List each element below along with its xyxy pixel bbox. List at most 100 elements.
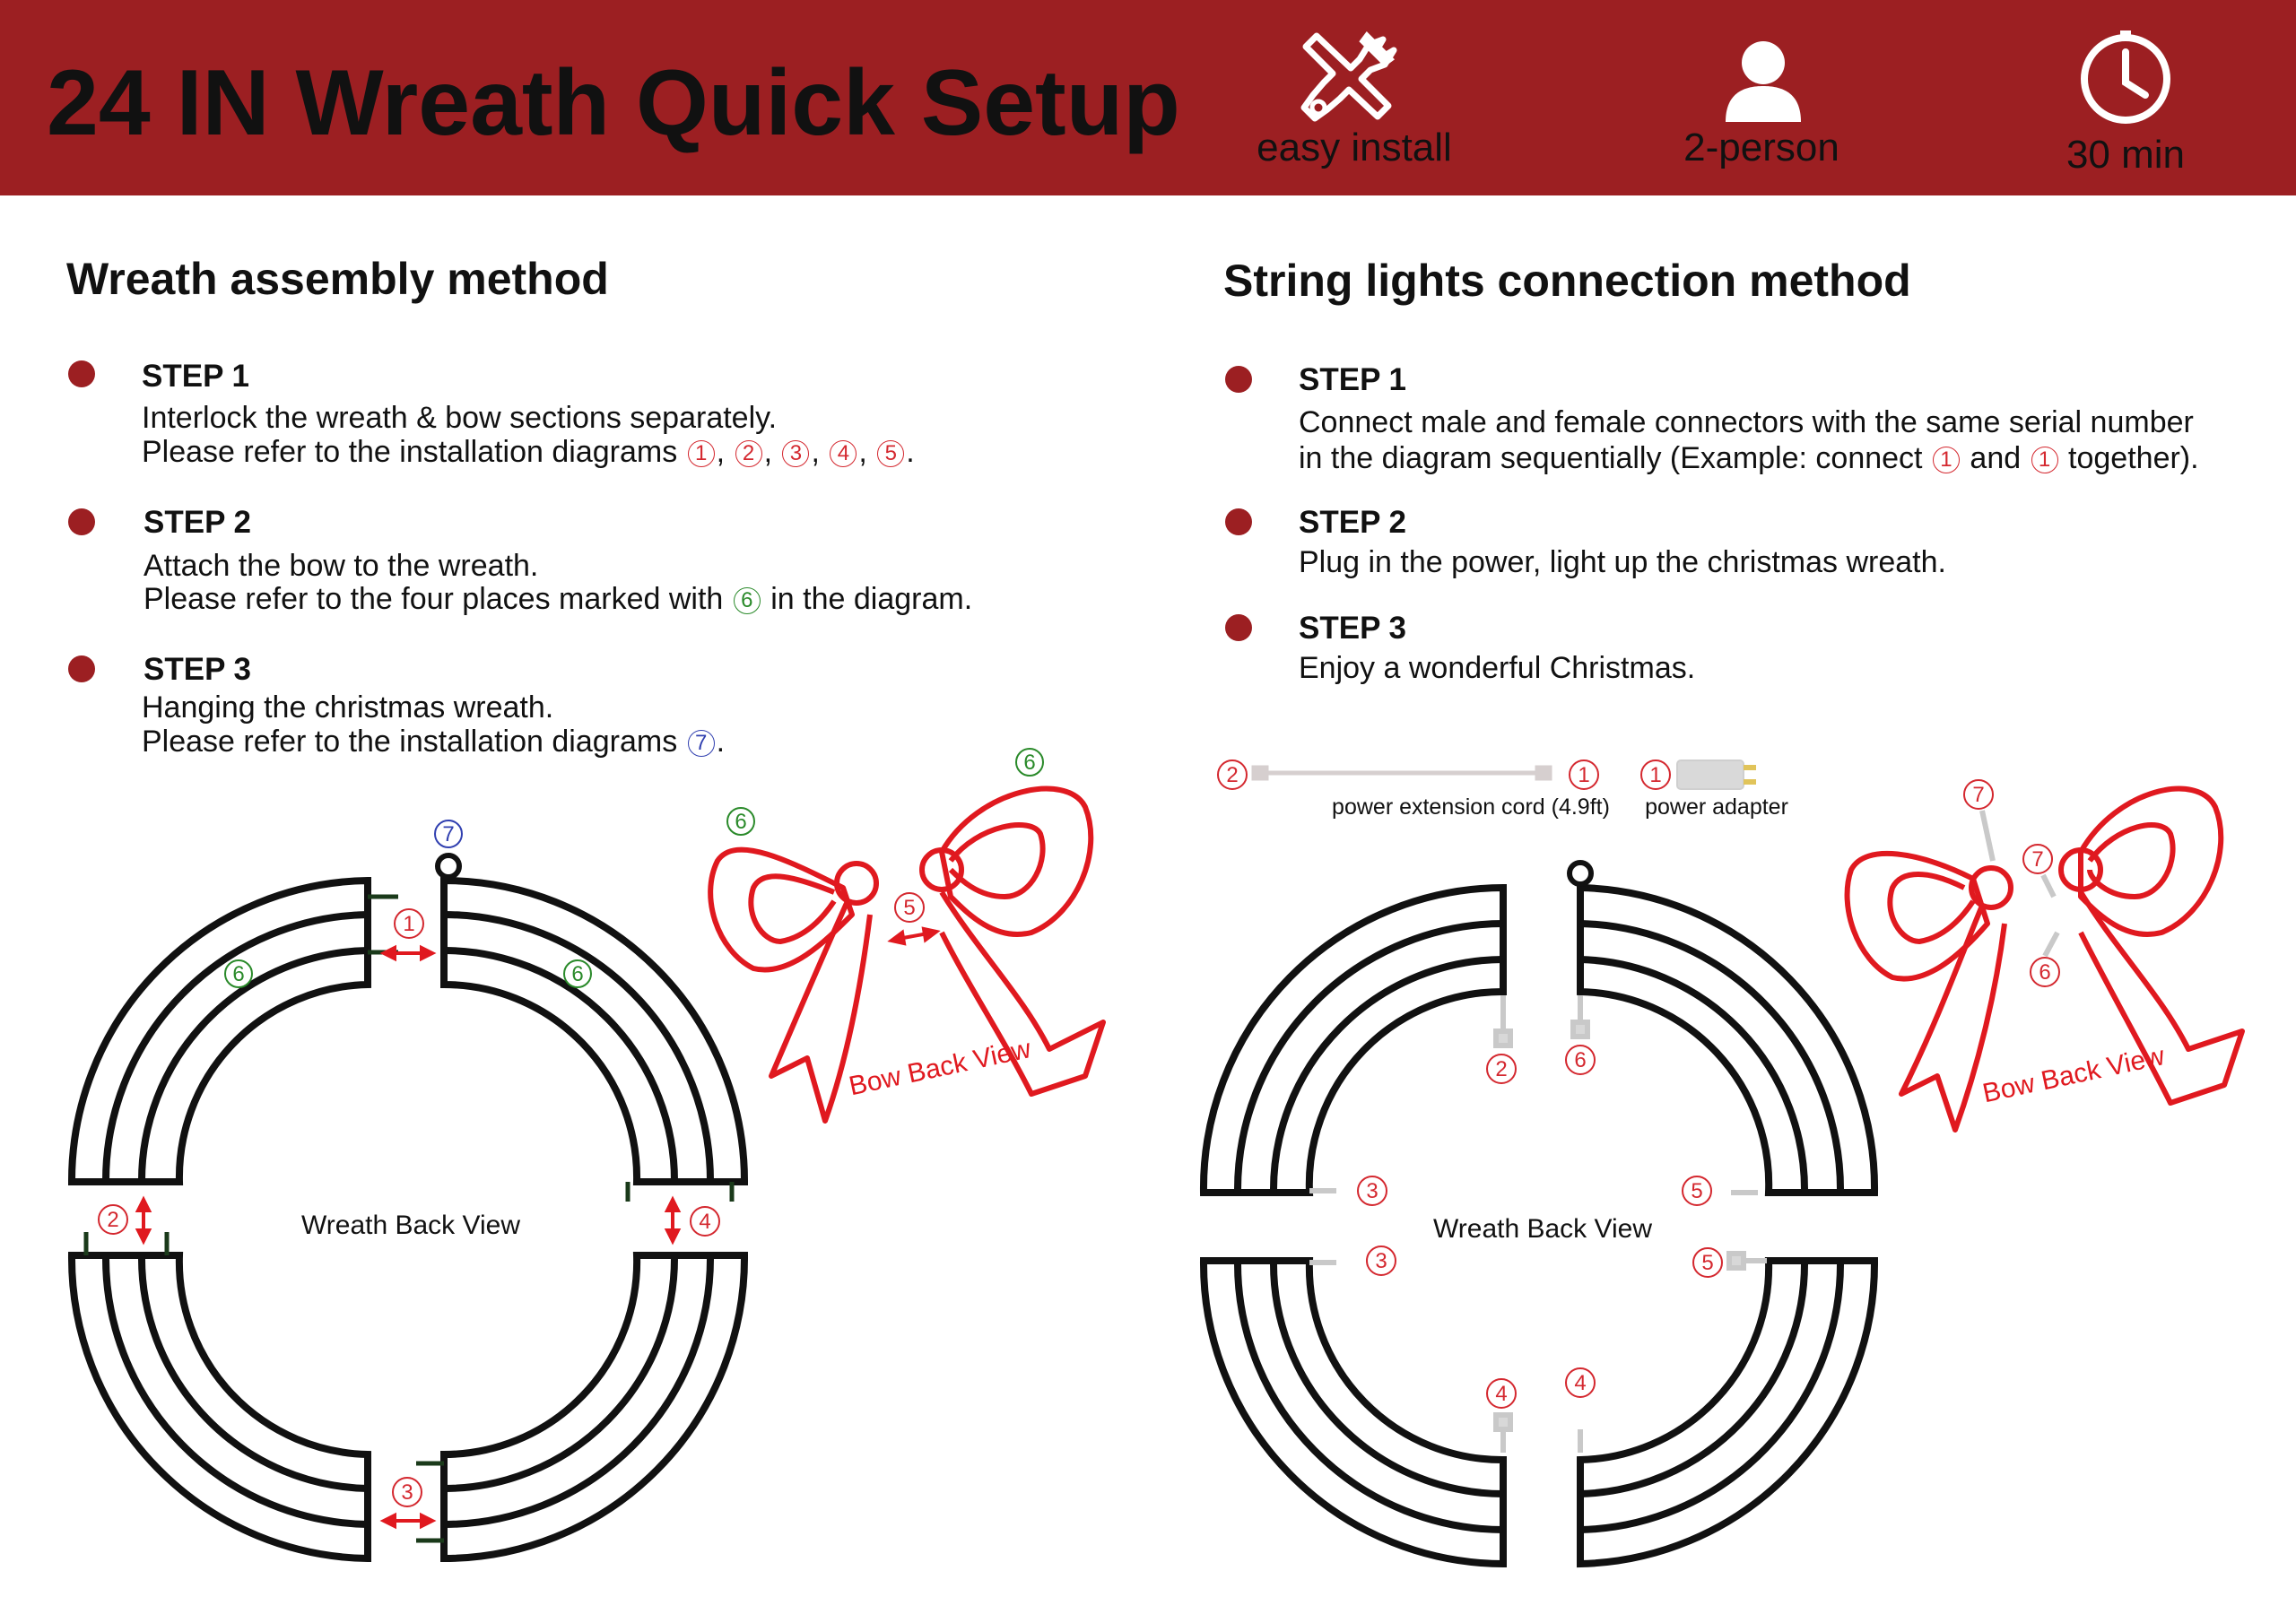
step-text-line2: Please refer to the installation diagram… [142,435,915,469]
marker-1: 1 [1640,759,1671,790]
clock-icon [2081,30,2170,124]
step-bullet [68,508,95,535]
step-text-line1: Interlock the wreath & bow sections sepa… [142,401,778,435]
step-text-line1: Hanging the christmas wreath. [142,690,554,725]
svg-text:4: 4 [1495,1382,1507,1406]
marker-1: 1 [1569,759,1599,790]
marker-1: 1 [2031,447,2058,474]
right-diagram-markers: 2 1 1 2 6 3 5 3 5 4 4 7 7 6 [1217,759,2060,1409]
svg-text:3: 3 [401,1480,413,1505]
svg-text:6: 6 [2039,960,2050,985]
left-bow-label: Bow Back View [847,1034,1034,1101]
left-diagram-markers: 7 1 6 6 2 4 3 5 6 6 [98,748,1044,1507]
step-bullet [1225,614,1252,641]
power-extension-cord [1251,765,1552,781]
step-bullet [68,360,95,387]
marker-2: 2 [1217,759,1248,790]
marker-6: 6 [1565,1045,1596,1075]
step-text-line1: Enjoy a wonderful Christmas. [1299,651,1696,685]
right-bow-label: Bow Back View [1980,1041,2168,1108]
marker-3: 3 [392,1477,422,1507]
marker-2: 2 [98,1204,128,1235]
svg-text:7: 7 [1972,783,1984,807]
step-title: STEP 3 [1299,611,1406,646]
step-bullet [1225,366,1252,393]
marker-7: 7 [2022,844,2053,874]
hanger-ring [1567,860,1594,887]
marker-2: 2 [1486,1054,1517,1084]
marker-3: 3 [782,440,810,468]
marker-2: 2 [735,440,762,468]
svg-text:5: 5 [1701,1251,1713,1275]
svg-text:5: 5 [1691,1179,1702,1203]
marker-6: 6 [726,807,755,836]
cord-label: power extension cord (4.9ft) [1332,794,1610,820]
marker-6: 6 [2030,957,2060,987]
marker-4: 4 [830,440,857,468]
svg-text:3: 3 [1366,1179,1378,1203]
left-wreath-diagram [67,876,749,1563]
svg-text:1: 1 [403,912,414,936]
svg-text:6: 6 [1023,751,1035,775]
marker-3: 3 [1357,1176,1387,1206]
svg-text:6: 6 [1574,1048,1586,1072]
badge-easy-install-label: easy install [1257,126,1452,169]
marker-7: 7 [1963,779,1994,810]
step-text-line2: Please refer to the four places marked w… [144,582,973,616]
right-bow-diagram [1844,785,2245,1133]
marker-7: 7 [434,820,463,848]
step-bullet [1225,508,1252,535]
step-text-line2: Please refer to the installation diagram… [142,725,726,759]
left-bow-diagram [708,785,1106,1124]
step-title: STEP 2 [144,505,251,540]
svg-text:7: 7 [442,822,454,846]
step-text-line1: Connect male and female connectors with … [1299,405,2194,439]
svg-text:7: 7 [2031,847,2043,872]
marker-4: 4 [1565,1367,1596,1398]
right-wreath-diagram [1199,883,1879,1568]
marker-1: 1 [687,440,715,468]
svg-text:1: 1 [1649,763,1661,787]
marker-6: 6 [1015,748,1044,777]
svg-text:2: 2 [1226,763,1238,787]
step-title: STEP 2 [1299,505,1406,540]
marker-7: 7 [687,730,715,758]
step-title: STEP 3 [144,652,251,687]
marker-6: 6 [563,959,592,988]
marker-6: 6 [733,587,761,615]
marker-5: 5 [1682,1176,1712,1206]
marker-4: 4 [1486,1378,1517,1409]
marker-6: 6 [224,959,253,988]
svg-text:2: 2 [107,1208,118,1232]
left-section-title: Wreath assembly method [66,254,609,304]
svg-text:5: 5 [903,896,915,920]
marker-5: 5 [894,892,925,923]
step-title: STEP 1 [1299,362,1406,397]
svg-text:6: 6 [735,810,746,834]
marker-5: 5 [877,440,905,468]
header-banner: 24 IN Wreath Quick Setup easy install 2-… [0,0,2296,195]
tools-icon [1300,30,1397,122]
right-wreath-label: Wreath Back View [1433,1214,1652,1244]
adapter-label: power adapter [1645,794,1788,820]
marker-5: 5 [1692,1247,1723,1278]
hanger-ring [435,853,462,880]
marker-4: 4 [690,1206,720,1237]
svg-text:4: 4 [1574,1371,1586,1395]
svg-text:6: 6 [232,962,244,986]
marker-1: 1 [1932,447,1960,474]
person-icon [1726,41,1801,122]
marker-3: 3 [1366,1245,1396,1276]
right-section-title: String lights connection method [1223,256,1911,306]
step-bullet [68,655,95,682]
svg-text:6: 6 [571,962,583,986]
power-adapter [1676,759,1756,790]
step-text-line2: in the diagram sequentially (Example: co… [1299,441,2199,475]
svg-text:2: 2 [1495,1057,1507,1081]
left-wreath-label: Wreath Back View [301,1211,520,1240]
badge-30-min-label: 30 min [2066,133,2186,177]
step-text-line1: Attach the bow to the wreath. [144,549,539,583]
step-title: STEP 1 [142,359,249,394]
svg-text:3: 3 [1375,1249,1387,1273]
